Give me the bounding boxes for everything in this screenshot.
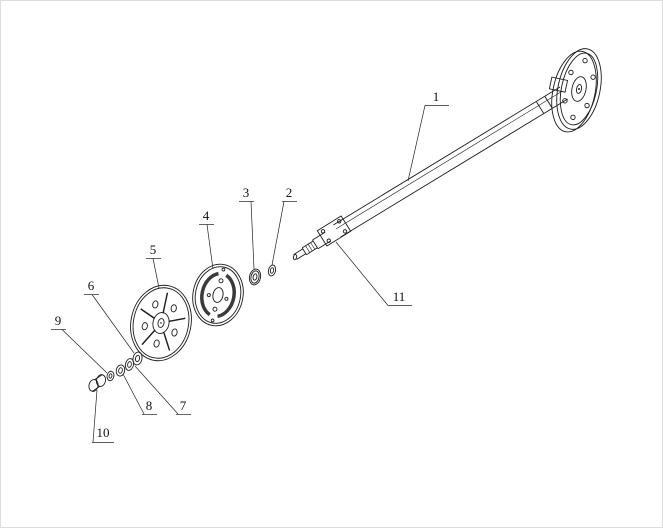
spindle-nut-part-8 — [115, 364, 126, 377]
washer-part-2 — [267, 264, 277, 277]
mounting-bracket — [316, 215, 352, 247]
callout-1-label: 1 — [433, 89, 440, 104]
callout-6-label: 6 — [88, 278, 95, 293]
brake-assembly — [192, 263, 244, 327]
callout-5: 5 — [146, 242, 161, 289]
callout-3: 3 — [239, 185, 255, 270]
callout-2-label: 2 — [286, 185, 293, 200]
callouts: 1 2 3 4 5 — [51, 89, 449, 443]
hub-keyway — [548, 76, 569, 93]
callout-11-label: 11 — [393, 289, 406, 304]
callout-7: 7 — [134, 365, 191, 415]
callout-3-label: 3 — [243, 185, 250, 200]
bearing-ring-part-3 — [248, 268, 262, 286]
callout-4: 4 — [199, 208, 214, 270]
callout-1: 1 — [407, 89, 449, 182]
tab-washer-part-6 — [132, 351, 143, 366]
spindle-end — [292, 231, 332, 261]
callout-10-label: 10 — [97, 425, 110, 440]
callout-8: 8 — [122, 373, 157, 415]
parts-artwork — [88, 48, 602, 392]
callout-10: 10 — [92, 389, 114, 443]
callout-7-label: 7 — [180, 398, 187, 413]
callout-2: 2 — [271, 185, 297, 266]
flat-washer-part-7 — [124, 358, 135, 371]
flange-bolt-holes — [562, 57, 596, 121]
callout-4-label: 4 — [203, 208, 210, 223]
callout-5-label: 5 — [150, 242, 157, 257]
callout-9-label: 9 — [55, 313, 62, 328]
callout-6: 6 — [84, 278, 135, 354]
wheel-mounting-flange — [548, 48, 602, 133]
thin-washer-part-9 — [106, 370, 115, 382]
callout-8-label: 8 — [146, 398, 153, 413]
hub-drum — [130, 284, 192, 362]
callout-9: 9 — [51, 313, 108, 374]
dust-cap-part-10 — [88, 374, 107, 392]
axle-tube — [333, 86, 568, 238]
callout-11: 11 — [335, 241, 412, 306]
